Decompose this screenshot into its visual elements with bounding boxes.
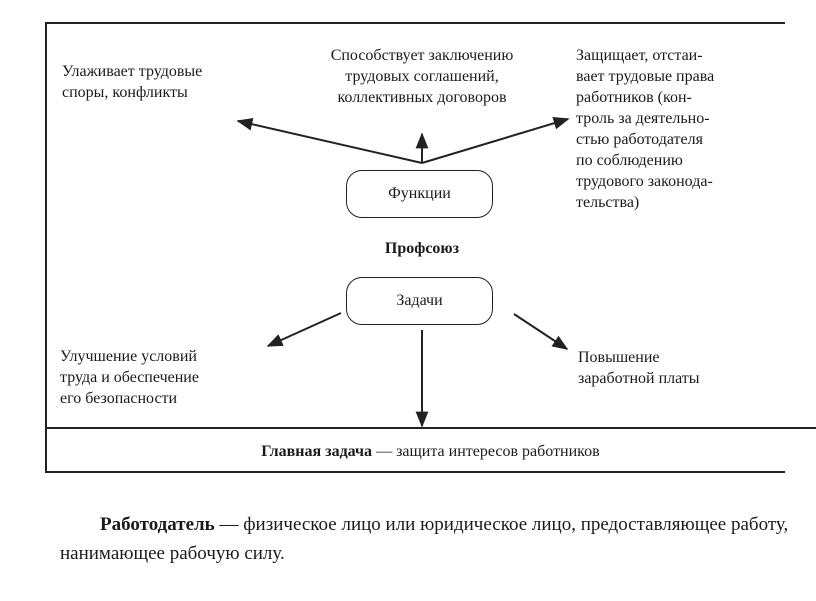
functions-node: Функции <box>346 170 493 218</box>
text-line: трудового законода- <box>576 173 713 190</box>
function-disputes: Улаживает трудовые споры, конфликты <box>62 61 202 103</box>
text-line: троль за деятельно- <box>576 110 710 127</box>
task-wages: Повышение заработной платы <box>578 347 700 389</box>
task-safety: Улучшение условий труда и обеспечение ег… <box>60 346 199 409</box>
text-line: заработной платы <box>578 370 700 387</box>
main-task-text: — защита интересов работников <box>372 443 600 460</box>
tasks-label: Задачи <box>396 292 443 309</box>
arrow-to-wages <box>513 313 569 350</box>
text-line: Защищает, отстаи- <box>576 47 703 64</box>
text-line: Улучшение условий <box>60 348 197 365</box>
diagram-divider <box>45 427 816 429</box>
arrow-to-safety <box>266 312 342 347</box>
arrow-to-rights <box>421 117 570 164</box>
text-line: коллективных договоров <box>337 89 507 106</box>
function-agreements: Способствует заключению трудовых соглаше… <box>296 45 548 108</box>
text-line: Способствует заключению <box>330 47 514 64</box>
main-task-bold: Главная задача <box>261 443 373 460</box>
functions-label: Функции <box>388 185 451 202</box>
text-line: работников (кон- <box>576 89 692 106</box>
diagram-frame <box>45 22 785 473</box>
text-line: труда и обеспечение <box>60 369 199 386</box>
definition-term: Работодатель <box>100 514 215 535</box>
definition-paragraph: Работодатель — физическое лицо или юриди… <box>60 510 790 568</box>
text-line: тельства) <box>576 194 640 211</box>
tasks-node: Задачи <box>346 277 493 325</box>
text-line: его безопасности <box>60 390 178 407</box>
function-rights: Защищает, отстаи- вает трудовые права ра… <box>576 45 714 213</box>
text-line: вает трудовые права <box>576 68 715 85</box>
text-line: по соблюдению <box>576 152 683 169</box>
definition-text: — физическое лицо или юридическое лицо, … <box>60 514 789 564</box>
arrow-to-disputes <box>236 117 423 164</box>
text-line: Улаживает трудовые <box>62 63 203 80</box>
union-label: Профсоюз <box>384 240 460 257</box>
text-line: трудовых соглашений, <box>345 68 499 85</box>
text-line: Повышение <box>578 349 660 366</box>
main-task: Главная задача — защита интересов работн… <box>45 441 816 462</box>
text-line: споры, конфликты <box>62 84 188 101</box>
text-line: стью работодателя <box>576 131 703 148</box>
